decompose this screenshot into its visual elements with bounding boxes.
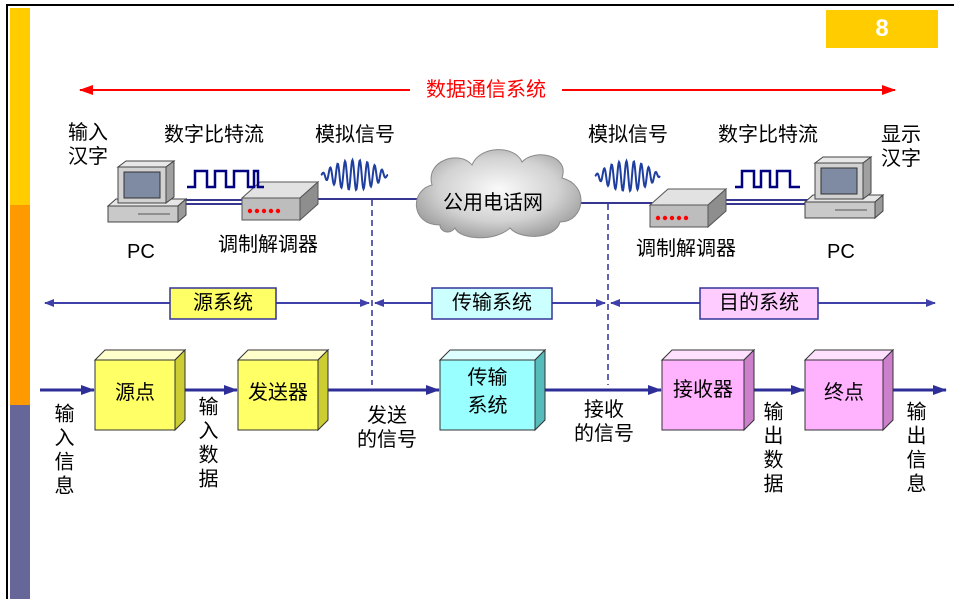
received-signal-line1: 接收 bbox=[584, 399, 624, 421]
input-data-label: 输入数据 bbox=[195, 396, 217, 492]
sent-signal-line2: 的信号 bbox=[357, 429, 417, 451]
block-top-face bbox=[438, 349, 547, 361]
right-pc-label: PC bbox=[827, 241, 855, 263]
input-label: 输入 汉字 bbox=[68, 121, 108, 169]
block-top-face bbox=[236, 349, 330, 361]
received-signal-line2: 的信号 bbox=[574, 423, 634, 445]
system-title: 数据通信系统 bbox=[426, 79, 546, 101]
sine-wave-icon bbox=[320, 157, 389, 192]
block-front-face bbox=[661, 359, 745, 431]
desktop-computer-icon bbox=[107, 160, 187, 223]
output-data-label: 输出数据 bbox=[760, 401, 782, 497]
transmission-system-label: 传输系统 bbox=[452, 292, 532, 314]
sent-signal-label: 发送 的信号 bbox=[347, 404, 427, 452]
destination-system-box bbox=[699, 287, 819, 320]
block-transmission-label-line1: 传输 bbox=[467, 367, 508, 389]
block-front-face bbox=[439, 359, 536, 431]
right-analog-label: 模拟信号 bbox=[588, 124, 668, 146]
output-label: 显示 汉字 bbox=[881, 123, 921, 171]
block-receiver-label: 接收器 bbox=[673, 379, 733, 401]
input-label-line1: 输入 bbox=[68, 122, 108, 144]
left-modem-label: 调制解调器 bbox=[218, 234, 318, 256]
block-side-face bbox=[534, 348, 546, 432]
block-transmission-label-line2: 系统 bbox=[467, 395, 508, 417]
right-modem-label: 调制解调器 bbox=[636, 238, 736, 260]
block-front-face bbox=[94, 359, 176, 431]
block-side-face bbox=[882, 348, 894, 432]
received-signal-label: 接收 的信号 bbox=[563, 398, 645, 446]
square-wave-icon bbox=[735, 169, 800, 189]
left-bar-top bbox=[10, 8, 30, 205]
desktop-computer-icon bbox=[804, 156, 884, 219]
left-bar-middle bbox=[10, 205, 30, 405]
block-transmission-system bbox=[438, 348, 547, 432]
destination-system-label: 目的系统 bbox=[719, 292, 799, 314]
left-digital-label: 数字比特流 bbox=[164, 124, 264, 146]
block-top-face bbox=[803, 349, 895, 361]
source-system-box bbox=[169, 287, 277, 320]
block-top-face bbox=[93, 349, 187, 361]
block-transmission-label: 传输 系统 bbox=[440, 364, 535, 420]
sent-signal-line1: 发送 bbox=[367, 405, 407, 427]
modem-icon bbox=[649, 188, 727, 228]
output-label-line2: 汉字 bbox=[881, 148, 921, 170]
left-analog-label: 模拟信号 bbox=[315, 124, 395, 146]
source-system-label: 源系统 bbox=[193, 292, 253, 314]
cloud-icon bbox=[416, 149, 582, 239]
block-side-face bbox=[317, 348, 329, 432]
transmission-system-box bbox=[431, 287, 553, 320]
block-receiver bbox=[660, 348, 756, 432]
left-bar-bottom bbox=[10, 405, 30, 599]
output-label-line1: 显示 bbox=[881, 124, 921, 146]
sine-wave-icon bbox=[594, 158, 661, 193]
block-side-face bbox=[743, 348, 755, 432]
block-source-label: 源点 bbox=[115, 382, 155, 404]
left-pc-label: PC bbox=[127, 241, 155, 263]
block-transmitter bbox=[236, 348, 330, 432]
input-info-label: 输入信息 bbox=[51, 403, 73, 499]
block-side-face bbox=[174, 348, 186, 432]
block-destination bbox=[803, 348, 895, 432]
block-transmitter-label: 发送器 bbox=[248, 382, 308, 404]
block-source bbox=[93, 348, 187, 432]
block-top-face bbox=[660, 349, 756, 361]
input-label-line2: 汉字 bbox=[68, 146, 108, 168]
page-number-box bbox=[826, 10, 938, 48]
output-info-label: 输出信息 bbox=[903, 401, 925, 497]
network-label: 公用电话网 bbox=[443, 192, 543, 214]
page-number: 8 bbox=[875, 15, 889, 42]
block-front-face bbox=[237, 359, 319, 431]
right-digital-label: 数字比特流 bbox=[718, 124, 818, 146]
square-wave-icon bbox=[187, 169, 264, 189]
block-destination-label: 终点 bbox=[824, 382, 864, 404]
